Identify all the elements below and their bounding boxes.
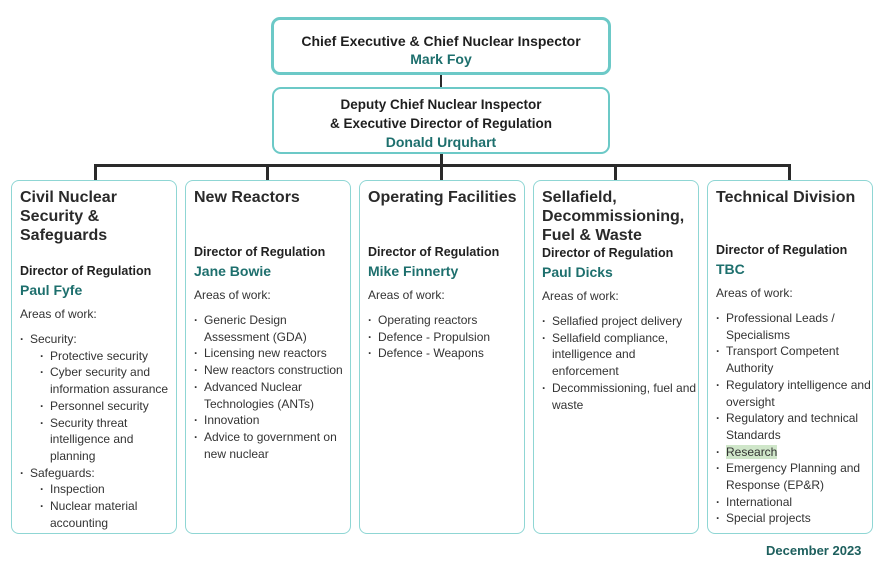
division-new-reactors: New Reactors Director of Regulation Jane…	[185, 180, 351, 534]
division-title: New Reactors	[194, 189, 300, 206]
director-label: Director of Regulation	[368, 245, 500, 259]
list-item: Nuclear material accounting	[40, 498, 176, 531]
areas-label: Areas of work:	[194, 288, 271, 302]
list-item: Personnel security	[40, 398, 176, 415]
areas-label: Areas of work:	[368, 288, 445, 302]
director-name: Jane Bowie	[194, 263, 272, 279]
areas-label: Areas of work:	[20, 307, 97, 321]
connector-chief-deputy	[440, 75, 442, 87]
director-name: Paul Fyfe	[20, 282, 83, 298]
connector-drop-3	[440, 164, 443, 181]
areas-list: Professional Leads / Specialisms Transpo…	[716, 310, 872, 527]
list-item: Licensing new reactors	[194, 345, 350, 362]
list-item: Sellafield compliance, intelligence and …	[542, 330, 698, 380]
chief-executive-box: Chief Executive & Chief Nuclear Inspecto…	[271, 17, 611, 75]
connector-drop-5	[788, 164, 791, 181]
list-item: Research	[716, 444, 872, 461]
division-title: Technical Division	[716, 189, 856, 206]
areas-list: Generic Design Assessment (GDA) Licensin…	[194, 312, 350, 462]
list-item: Defence - Propulsion	[368, 329, 524, 346]
director-name: TBC	[716, 261, 745, 277]
areas-label: Areas of work:	[542, 289, 619, 303]
connector-drop-1	[94, 164, 97, 181]
list-item: Protective security	[40, 348, 176, 365]
list-item: International	[716, 494, 872, 511]
director-label: Director of Regulation	[716, 243, 848, 257]
division-title: Operating Facilities	[368, 189, 517, 206]
list-item: Security threat intelligence and plannin…	[40, 415, 176, 465]
list-item: Transport Competent Authority	[716, 343, 872, 376]
connector-drop-4	[614, 164, 617, 181]
director-label: Director of Regulation	[20, 264, 152, 278]
date-footer: December 2023	[766, 543, 862, 558]
chief-role: Chief Executive & Chief Nuclear Inspecto…	[301, 33, 581, 49]
deputy-name: Donald Urquhart	[385, 134, 497, 150]
list-item: Security: Protective security Cyber secu…	[20, 331, 176, 465]
chief-name: Mark Foy	[410, 51, 472, 67]
division-civil-nuclear-security: Civil Nuclear Security & Safeguards Dire…	[11, 180, 177, 534]
director-label: Director of Regulation	[542, 246, 674, 260]
list-item: Cyber security and information assurance	[40, 364, 176, 397]
list-item: Regulatory intelligence and oversight	[716, 377, 872, 410]
list-item: Special projects	[716, 510, 872, 527]
director-name: Mike Finnerty	[368, 263, 459, 279]
list-item: Inspection	[40, 481, 176, 498]
areas-list: Sellafied project delivery Sellafield co…	[542, 313, 698, 413]
list-item: Emergency Planning and Response (EP&R)	[716, 460, 872, 493]
list-item: New reactors construction	[194, 362, 350, 379]
division-title: Sellafield, Decommissioning, Fuel & Wast…	[542, 189, 685, 244]
director-label: Director of Regulation	[194, 245, 326, 259]
division-technical: Technical Division Director of Regulatio…	[707, 180, 873, 534]
highlighted-item: Research	[726, 444, 778, 459]
list-item: Regulatory and technical Standards	[716, 410, 872, 443]
list-item: Sellafied project delivery	[542, 313, 698, 330]
deputy-role-line2: & Executive Director of Regulation	[329, 116, 553, 131]
list-item: Defence - Weapons	[368, 345, 524, 362]
areas-list: Security: Protective security Cyber secu…	[20, 331, 176, 531]
list-item: Advanced Nuclear Technologies (ANTs)	[194, 379, 350, 412]
connector-drop-2	[266, 164, 269, 181]
deputy-role-line1: Deputy Chief Nuclear Inspector	[340, 97, 542, 112]
list-item: Operating reactors	[368, 312, 524, 329]
division-operating-facilities: Operating Facilities Director of Regulat…	[359, 180, 525, 534]
connector-deputy-bar	[440, 154, 443, 166]
list-item: Advice to government on new nuclear	[194, 429, 350, 462]
deputy-box: Deputy Chief Nuclear Inspector & Executi…	[272, 87, 610, 154]
division-sellafield: Sellafield, Decommissioning, Fuel & Wast…	[533, 180, 699, 534]
director-name: Paul Dicks	[542, 264, 613, 280]
areas-label: Areas of work:	[716, 286, 793, 300]
areas-list: Operating reactors Defence - Propulsion …	[368, 312, 524, 362]
list-item: Innovation	[194, 412, 350, 429]
list-item: Safeguards: Inspection Nuclear material …	[20, 465, 176, 532]
list-item: Generic Design Assessment (GDA)	[194, 312, 350, 345]
list-item: Decommissioning, fuel and waste	[542, 380, 698, 413]
list-item: Professional Leads / Specialisms	[716, 310, 872, 343]
division-title: Civil Nuclear Security & Safeguards	[20, 189, 117, 244]
